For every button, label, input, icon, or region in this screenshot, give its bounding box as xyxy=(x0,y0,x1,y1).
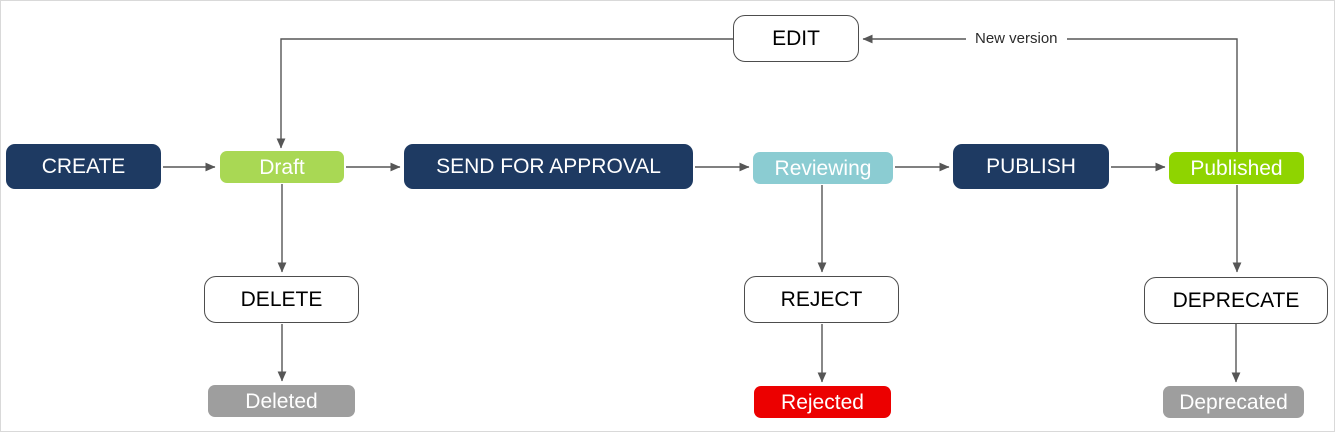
edge-published-edit-newversion xyxy=(862,34,1238,153)
node-draft: Draft xyxy=(220,151,344,183)
node-published: Published xyxy=(1169,152,1304,184)
node-reject: REJECT xyxy=(744,276,899,323)
node-rejected: Rejected xyxy=(754,386,891,418)
node-deleted: Deleted xyxy=(208,385,355,417)
node-publish: PUBLISH xyxy=(953,144,1109,189)
edge-edit-draft xyxy=(276,38,733,149)
node-edit: EDIT xyxy=(733,15,859,62)
node-delete: DELETE xyxy=(204,276,359,323)
node-deprecated: Deprecated xyxy=(1163,386,1304,418)
node-create: CREATE xyxy=(6,144,161,189)
node-deprecate: DEPRECATE xyxy=(1144,277,1328,324)
node-reviewing: Reviewing xyxy=(753,152,893,184)
edge-label-new-version: New version xyxy=(966,29,1067,49)
node-send-for-approval: SEND FOR APPROVAL xyxy=(404,144,693,189)
